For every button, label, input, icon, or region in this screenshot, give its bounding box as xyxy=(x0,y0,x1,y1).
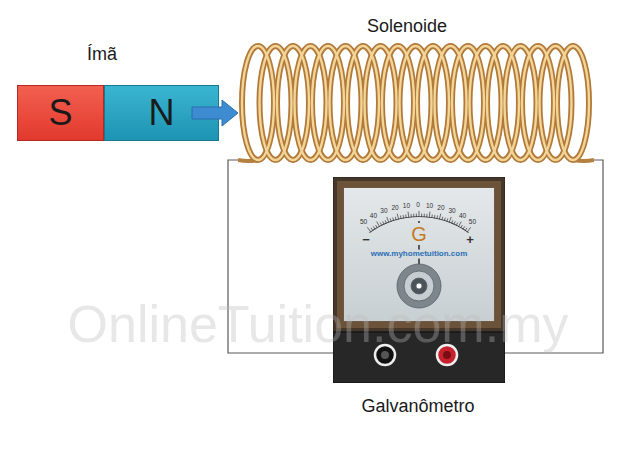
scale-number: 10 xyxy=(426,202,433,209)
scale-tick xyxy=(419,211,420,217)
scale-number: 40 xyxy=(370,213,377,220)
scale-tick xyxy=(436,215,438,218)
magnet-north-pole: N xyxy=(104,85,219,141)
scale-tick xyxy=(444,218,445,221)
scale-tick xyxy=(408,212,410,218)
solenoid-label: Solenoide xyxy=(367,17,447,37)
magnet-south-pole: S xyxy=(17,85,104,141)
plus-sign: + xyxy=(466,233,474,247)
coil-turn-highlight xyxy=(260,46,292,160)
scale-tick xyxy=(467,227,470,232)
scale-tick xyxy=(449,217,451,223)
coil-turn-highlight xyxy=(505,46,537,160)
scale-tick xyxy=(456,223,458,226)
scale-tick xyxy=(387,217,389,223)
coil-turn-highlight xyxy=(312,46,344,160)
coil-turn-highlight xyxy=(347,46,379,160)
bar-magnet: SNÍmã xyxy=(17,85,219,141)
scale-tick xyxy=(393,218,394,221)
scale-tick xyxy=(447,218,448,221)
scale-tick xyxy=(463,226,465,229)
magnet-label: Ímã xyxy=(87,45,117,65)
scale-number: 0 xyxy=(416,201,420,208)
scale-tick xyxy=(397,214,398,220)
meter-url: www.myhometuition.com xyxy=(369,250,470,259)
scale-tick xyxy=(395,217,397,220)
coil-turn-highlight xyxy=(470,46,502,160)
scale-number: 30 xyxy=(448,208,455,215)
scale-tick xyxy=(410,214,411,217)
scale-tick xyxy=(373,226,375,229)
coil-turn-highlight xyxy=(557,46,589,160)
coil-turn xyxy=(557,46,589,160)
watermark: OnlineTuition.com.my xyxy=(68,296,569,353)
minus-sign: − xyxy=(362,233,370,247)
solenoid-coil: Solenoide xyxy=(238,42,594,166)
pole-letter: N xyxy=(149,93,175,133)
scale-tick xyxy=(367,227,370,232)
scale-tick xyxy=(371,228,373,231)
scale-tick xyxy=(454,221,455,224)
scale-tick xyxy=(426,214,427,217)
scale-tick xyxy=(429,212,431,218)
scale-tick xyxy=(434,215,436,218)
coil-turn-highlight xyxy=(242,46,274,160)
scale-tick xyxy=(400,215,402,218)
coil-turn-highlight xyxy=(487,46,519,160)
scale-number: 20 xyxy=(391,204,398,211)
scale-number: 50 xyxy=(360,219,367,226)
coil-turn-highlight xyxy=(277,46,309,160)
coil-turn-highlight xyxy=(522,46,554,160)
coil-turn-highlight xyxy=(295,46,327,160)
solenoid-coil-outline xyxy=(238,42,594,166)
coil-turn-highlight xyxy=(540,46,572,160)
scale-tick xyxy=(458,222,461,227)
scale-tick xyxy=(416,214,417,217)
scale-number: 50 xyxy=(469,219,476,226)
coil-turn-highlight xyxy=(400,46,432,160)
galvanometer-label: Galvanômetro xyxy=(361,397,474,417)
scale-tick xyxy=(383,221,384,224)
scale-tick xyxy=(431,215,433,218)
scale-tick xyxy=(439,214,440,220)
scale-tick xyxy=(380,223,382,226)
scale-tick xyxy=(405,215,407,218)
coil-turn-highlight xyxy=(452,46,484,160)
scale-tick xyxy=(421,214,422,217)
scale-number: 30 xyxy=(380,208,387,215)
coil-turn-highlight xyxy=(330,46,362,160)
zero-adjust-knob xyxy=(416,283,422,289)
scale-tick xyxy=(390,218,391,221)
scale-tick xyxy=(403,215,405,218)
scale-tick xyxy=(376,225,378,228)
scale-tick xyxy=(377,222,380,227)
scale-tick xyxy=(413,214,414,217)
scale-tick xyxy=(461,225,463,228)
coil-turns xyxy=(238,46,594,161)
scale-number: 20 xyxy=(437,204,444,211)
scale-number: 10 xyxy=(403,202,410,209)
scale-number: 40 xyxy=(459,213,466,220)
meter-symbol: G xyxy=(409,223,429,245)
coil-turn-highlight xyxy=(417,46,449,160)
pole-letter: S xyxy=(48,93,72,133)
scale-tick xyxy=(385,220,386,223)
scale-tick xyxy=(451,220,452,223)
coil-turn-highlight xyxy=(435,46,467,160)
scale-tick xyxy=(424,214,425,217)
scale-tick xyxy=(441,217,443,220)
scale-tick xyxy=(465,228,467,231)
coil-turn-highlight xyxy=(382,46,414,160)
zero-adjust-knob xyxy=(411,278,427,294)
coil-turn-highlight xyxy=(365,46,397,160)
